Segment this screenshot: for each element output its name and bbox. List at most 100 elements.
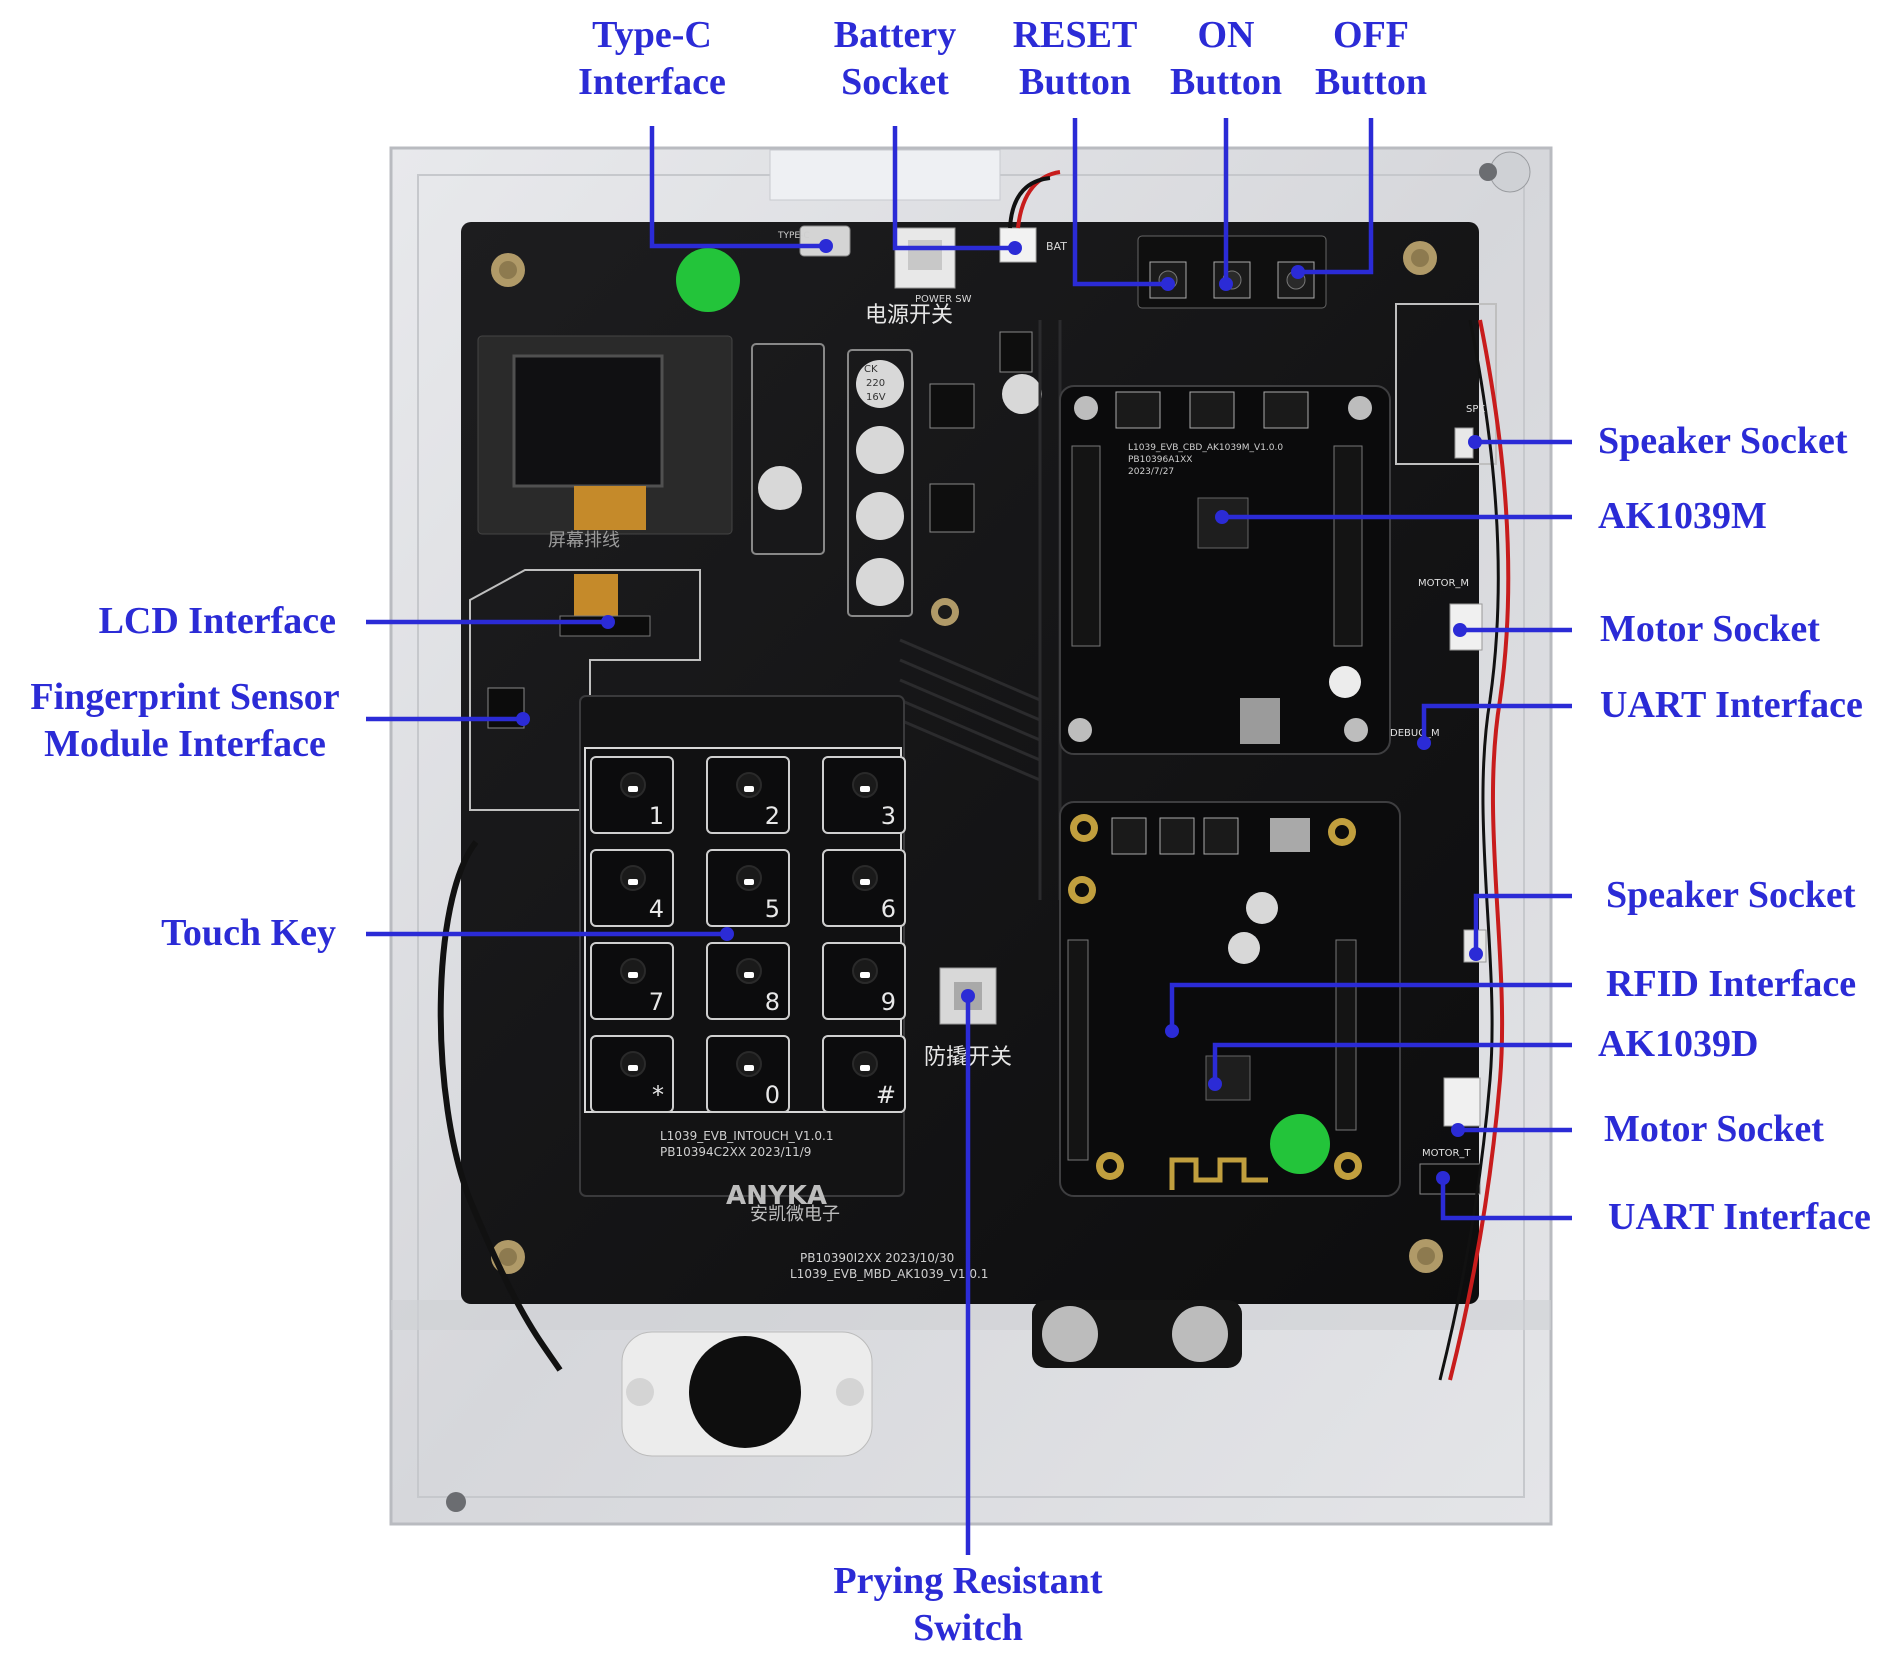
key-led-icon	[736, 1051, 762, 1077]
key-led-icon	[852, 958, 878, 984]
bat-silk: BAT	[1046, 240, 1067, 253]
cap-text-3: 16V	[866, 392, 886, 403]
touch-key-8: 8	[706, 942, 790, 1020]
motor-silk-top: MOTOR_M	[1418, 578, 1469, 589]
label-on-button: ON Button	[1170, 12, 1282, 106]
key-led-dot	[860, 879, 870, 885]
anchor-touch-key	[720, 927, 734, 941]
touch-key-12: #	[822, 1035, 906, 1113]
main-board-line2: L1039_EVB_MBD_AK1039_V1.0.1	[790, 1267, 988, 1281]
label-battery-socket: Battery Socket	[834, 12, 956, 106]
touch-key-label: 6	[880, 895, 896, 923]
label-fingerprint-line2: Module Interface	[44, 723, 326, 765]
anchor-ak1039d	[1208, 1077, 1222, 1091]
key-led-dot	[744, 879, 754, 885]
touch-key-label: *	[652, 1081, 664, 1109]
anchor-on	[1219, 277, 1233, 291]
fingerprint-sensor	[437, 840, 1242, 1457]
label-on-line1: ON	[1197, 14, 1255, 56]
touch-key-2: 2	[706, 756, 790, 834]
touch-key-6: 6	[822, 849, 906, 927]
type-c-silk: TYPE-C	[777, 231, 810, 241]
silk-screen-label: 屏幕排线	[548, 530, 620, 551]
right-edge-sockets: SPK MOTOR_M DEBUG_M MOTOR_T	[1390, 303, 1511, 1381]
anchor-uart-bottom	[1436, 1171, 1450, 1185]
touch-key-7: 7	[590, 942, 674, 1020]
label-speaker-socket-top: Speaker Socket	[1598, 420, 1848, 462]
anchor-uart-top	[1417, 736, 1431, 750]
leader-ak1039d	[1212, 1042, 1572, 1084]
key-led-dot	[744, 1065, 754, 1071]
label-off-line2: Button	[1315, 61, 1427, 103]
label-reset-line1: RESET	[1012, 14, 1138, 56]
key-led-icon	[852, 865, 878, 891]
label-touch-key: Touch Key	[161, 912, 336, 954]
core-board-line1: L1039_EVB_CBD_AK1039M_V1.0.0	[1128, 443, 1283, 453]
anchor-lcd	[601, 615, 615, 629]
key-led-dot	[628, 786, 638, 792]
touch-key-label: 9	[880, 988, 896, 1016]
leader-uart-top	[1421, 703, 1572, 743]
key-led-icon	[620, 958, 646, 984]
leader-uart-bottom	[1440, 1178, 1572, 1221]
label-type-c-line2: Interface	[578, 61, 726, 103]
key-led-icon	[736, 772, 762, 798]
anchor-type-c	[819, 239, 833, 253]
label-motor-socket-top: Motor Socket	[1600, 608, 1820, 650]
label-rfid-interface: RFID Interface	[1606, 963, 1857, 1005]
key-led-dot	[860, 1065, 870, 1071]
keypad-board-line1: L1039_EVB_INTOUCH_V1.0.1	[660, 1129, 833, 1143]
key-led-icon	[852, 1051, 878, 1077]
key-led-icon	[620, 1051, 646, 1077]
power-switch-cn: 电源开关	[865, 303, 953, 328]
key-led-dot	[860, 786, 870, 792]
anchor-battery	[1008, 241, 1022, 255]
electrolytic-caps	[856, 360, 1042, 606]
touch-key-label: 3	[880, 802, 896, 830]
leader-off	[1298, 118, 1374, 275]
label-prying-line1: Prying Resistant	[833, 1560, 1103, 1602]
anchor-reset	[1161, 277, 1175, 291]
core-board-ak1039m: L1039_EVB_CBD_AK1039M_V1.0.0 PB10396A1XX…	[1059, 385, 1391, 755]
key-led-dot	[744, 972, 754, 978]
core-board-line3: 2023/7/27	[1128, 467, 1174, 477]
touch-key-1: 1	[590, 756, 674, 834]
anchor-rfid	[1165, 1024, 1179, 1038]
debug-silk: DEBUG_M	[1390, 728, 1440, 739]
leader-speaker-bottom	[1473, 893, 1572, 954]
anyka-brand-cn: 安凯微电子	[750, 1204, 840, 1225]
touch-key-label: 8	[764, 988, 780, 1016]
label-lcd-interface: LCD Interface	[98, 600, 336, 642]
touch-key-9: 9	[822, 942, 906, 1020]
cap-text-2: 220	[866, 378, 885, 389]
label-type-c-line1: Type-C	[592, 14, 712, 56]
label-prying-line2: Switch	[913, 1607, 1023, 1649]
key-led-dot	[628, 1065, 638, 1071]
motor-silk-bottom: MOTOR_T	[1422, 1148, 1471, 1159]
key-led-icon	[620, 865, 646, 891]
leader-rfid	[1169, 982, 1572, 1031]
label-reset-line2: Button	[1019, 61, 1131, 103]
label-ak1039m: AK1039M	[1598, 495, 1767, 537]
anchor-speaker-top	[1468, 435, 1482, 449]
main-board-line1: PB10390I2XX 2023/10/30	[800, 1251, 954, 1265]
touch-key-4: 4	[590, 849, 674, 927]
touch-key-label: 0	[764, 1081, 780, 1109]
anchor-off	[1291, 265, 1305, 279]
key-led-dot	[628, 972, 638, 978]
label-uart-interface-top: UART Interface	[1600, 684, 1863, 726]
label-battery-line2: Socket	[841, 61, 949, 103]
anchor-speaker-bottom	[1469, 947, 1483, 961]
label-motor-socket-bottom: Motor Socket	[1604, 1108, 1824, 1150]
label-reset-button: RESET Button	[1013, 12, 1138, 106]
touch-key-label: 7	[648, 988, 664, 1016]
cap-text-1: CK	[864, 364, 878, 375]
key-led-icon	[620, 772, 646, 798]
touch-key-11: 0	[706, 1035, 790, 1113]
leader-reset	[1072, 118, 1168, 287]
touch-key-label: 4	[648, 895, 664, 923]
anyka-brand: ANYKA	[726, 1181, 827, 1211]
anchor-ak1039m	[1215, 510, 1229, 524]
